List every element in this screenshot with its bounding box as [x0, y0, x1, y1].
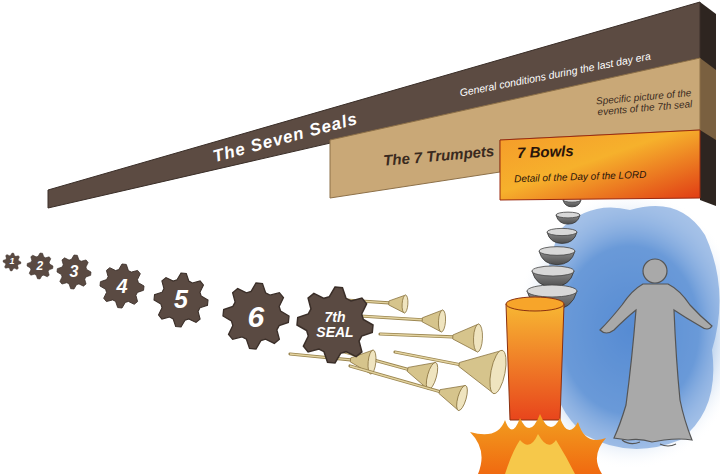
- band-side: [700, 58, 716, 140]
- robed-figure: [600, 259, 712, 446]
- gear-outline: [154, 273, 208, 327]
- trumpet-mouth: [402, 295, 409, 313]
- pouring-vessel: [506, 304, 564, 420]
- band-outline: [330, 58, 700, 198]
- gear-outline: [297, 287, 373, 363]
- trumpet-tube: [360, 316, 422, 320]
- trumpet-mouth: [487, 349, 509, 395]
- trumpet-tube: [350, 366, 440, 392]
- trumpet-mouth: [473, 324, 483, 352]
- trumpet-tube: [290, 354, 351, 360]
- band-shape: [500, 128, 702, 202]
- seal-gear: 4: [100, 264, 144, 308]
- trumpet-tube: [360, 316, 422, 320]
- label-text: 6: [248, 300, 265, 333]
- fire: [505, 434, 575, 474]
- trumpet-tube: [380, 334, 453, 337]
- seal-gear: 2: [27, 253, 53, 279]
- trumpet-tube: [290, 354, 351, 360]
- band-outline: [500, 130, 700, 200]
- label-text: 7 Bowls: [516, 143, 573, 161]
- gear-outline: [27, 253, 53, 279]
- seal-gear: 7th SEAL: [297, 287, 373, 363]
- bowl-stack: [527, 198, 581, 310]
- gear-outline: [3, 253, 21, 271]
- bowl-rim: [547, 228, 577, 235]
- trumpet-tube: [395, 352, 459, 364]
- band-outline: [48, 2, 700, 208]
- band-side: [700, 2, 716, 206]
- trumpet-mouth: [454, 384, 469, 411]
- trumpet-tube: [395, 352, 459, 364]
- band-box: 7 BowlsDetail of the Day of the LORD: [500, 128, 702, 202]
- label-text: 3: [70, 263, 79, 281]
- label-text: 4: [117, 275, 128, 297]
- gear-outline: [223, 283, 289, 349]
- seal-gear: 6: [223, 283, 289, 349]
- gear-outline: [100, 264, 144, 308]
- trumpet-tube: [350, 366, 440, 392]
- label-text: 5: [174, 286, 188, 314]
- bowl-rim: [527, 285, 577, 297]
- trumpet-tube: [380, 334, 453, 337]
- seal-gear: 1: [3, 253, 21, 271]
- bowl-rim: [539, 247, 575, 256]
- seal-gear: 5: [154, 273, 208, 327]
- seal-gear: 3: [57, 255, 91, 289]
- vessel-rim: [506, 297, 564, 311]
- label-text: 2: [37, 260, 44, 273]
- label-text: 1: [10, 257, 15, 267]
- trumpet-mouth: [438, 310, 446, 332]
- label-text: 7th SEAL: [305, 310, 365, 341]
- fire: [470, 414, 606, 474]
- cloud-glow: [546, 206, 719, 449]
- bowl-rim: [532, 266, 574, 276]
- gear-outline: [57, 255, 91, 289]
- bowl-rim: [556, 212, 580, 218]
